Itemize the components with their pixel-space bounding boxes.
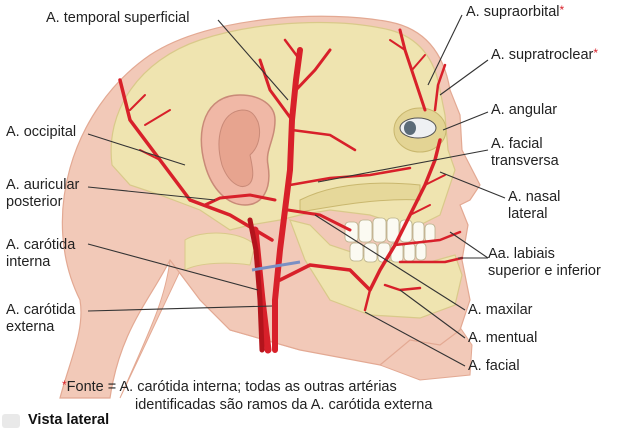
ear-inner (218, 109, 261, 187)
label-supraorbital: A. supraorbital* (466, 3, 565, 20)
label-maxilar: A. maxilar (468, 302, 533, 318)
label-facial: A. facial (468, 358, 520, 374)
footnote-line-2: identificadas são ramos da A. carótida e… (135, 397, 433, 413)
view-label: Vista lateral (28, 412, 110, 428)
zygomatic-arch (299, 182, 421, 213)
cervical-vertebra (184, 232, 256, 271)
mandible (289, 219, 463, 319)
internal-carotid (247, 217, 265, 353)
iris (404, 121, 416, 135)
vein (251, 260, 301, 272)
label-supratroclear: A. supratroclear* (491, 46, 599, 63)
label-occipital: A. occipital (6, 124, 77, 140)
asterisk: * (593, 46, 599, 60)
leader-lines (87, 14, 506, 367)
label-temporal-superficial: A. temporal superficial (46, 10, 190, 26)
label-mentual: A. mentual (468, 330, 538, 346)
label-angular: A. angular (491, 102, 558, 118)
footnote-line-1: *Fonte = A. carótida interna; todas as o… (62, 378, 397, 395)
asterisk: * (559, 3, 565, 17)
asterisk: * (62, 378, 67, 392)
view-marker (2, 414, 20, 428)
